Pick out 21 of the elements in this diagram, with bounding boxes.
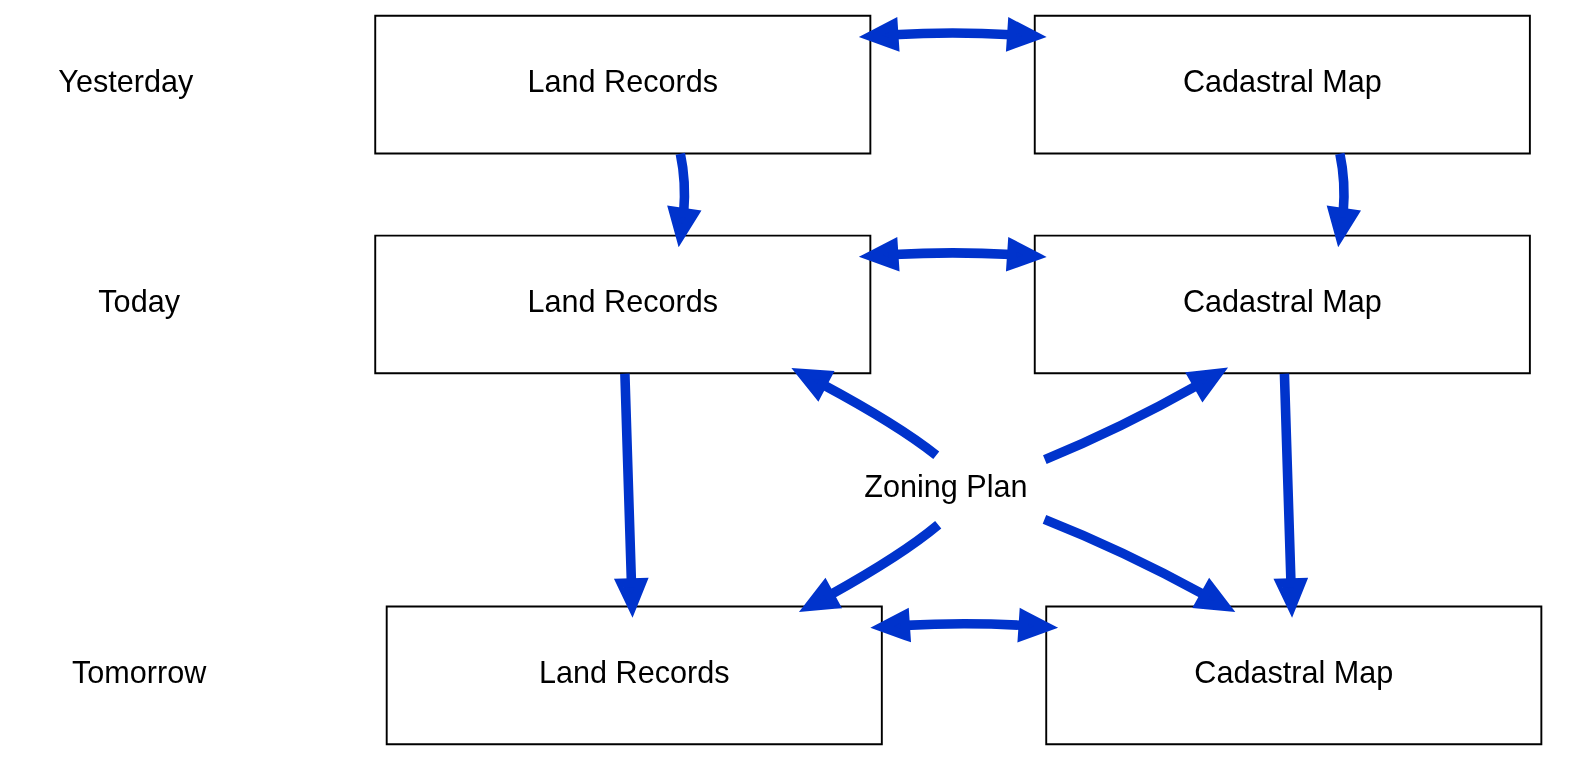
arrow	[613, 373, 649, 618]
node-box: Land Records	[373, 234, 871, 375]
arrow	[858, 17, 1047, 52]
node-box: Land Records	[373, 14, 871, 155]
arrow	[798, 521, 941, 612]
node-box: Cadastral Map	[1033, 14, 1531, 155]
node-box: Land Records	[385, 605, 883, 746]
arrow	[1272, 373, 1308, 618]
node-box: Cadastral Map	[1033, 234, 1531, 375]
arrow	[1042, 515, 1235, 613]
arrow	[1042, 367, 1228, 464]
arrow	[1326, 152, 1361, 248]
node-box: Cadastral Map	[1044, 605, 1542, 746]
arrow	[790, 367, 939, 459]
label: Today	[97, 283, 180, 318]
node-text: Zoning Plan	[863, 469, 1027, 504]
arrow	[869, 607, 1058, 643]
arrow	[858, 236, 1047, 272]
label: Tomorrow	[71, 654, 206, 689]
arrow	[666, 152, 701, 248]
label: Yesterday	[57, 63, 193, 98]
